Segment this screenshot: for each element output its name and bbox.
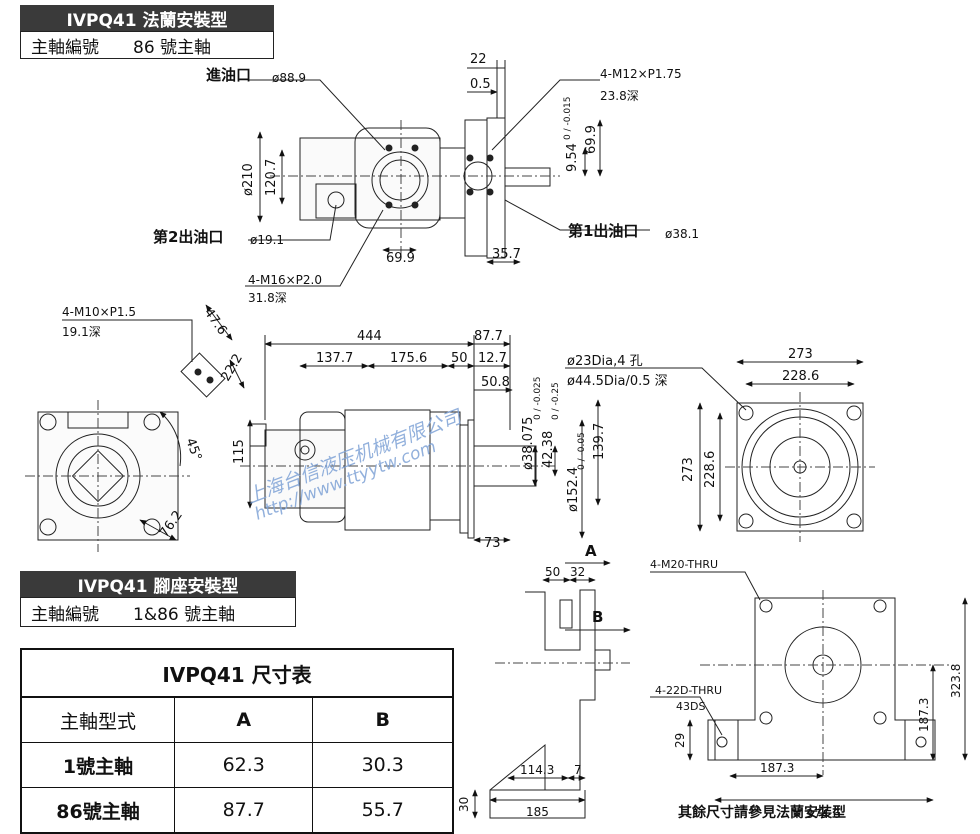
table-cell: 1號主軸 <box>20 742 175 788</box>
dim-50-8: 50.8 <box>481 375 510 390</box>
foot-side-view <box>489 589 611 821</box>
dim-323-8: 323.8 <box>949 664 963 698</box>
hole-note-1: ø23Dia,4 孔 <box>567 354 643 369</box>
dim-38-075-tol: 0 / -0.025 <box>533 377 543 421</box>
dim-32: 32 <box>570 565 585 579</box>
dim-29: 29 <box>673 733 687 748</box>
dim-69-9-b: 69.9 <box>584 125 599 154</box>
dim-45deg: 45° <box>182 436 204 463</box>
dim-120-7: 120.7 <box>264 159 279 196</box>
flange-shaft-label: 主軸編號 <box>31 37 99 58</box>
dim-114-3: 114.3 <box>520 763 554 777</box>
footnote: 其餘尺寸請參見法蘭安裝型 <box>678 805 846 821</box>
dim-9-54-tol: 0 / -0.015 <box>563 97 573 141</box>
flange-title: IVPQ41 法蘭安裝型 <box>20 5 274 31</box>
table-header: B <box>312 696 454 743</box>
dim-115: 115 <box>232 439 247 464</box>
foot-shaft-value: 1&86 號主軸 <box>133 604 236 625</box>
dim-35-7: 35.7 <box>492 247 521 262</box>
flange-shaft-value: 86 號主軸 <box>133 37 212 58</box>
dim-187-3-h: 187.3 <box>760 761 794 775</box>
dim-73: 73 <box>484 536 501 551</box>
table-cell: 30.3 <box>312 742 454 788</box>
dim-210: ø210 <box>241 163 256 196</box>
top-view-pump <box>299 117 551 259</box>
dim-273-w: 273 <box>788 347 813 362</box>
thread-m10-depth: 19.1深 <box>62 325 101 339</box>
dim-42-38-tol: 0 / -0.25 <box>551 382 561 420</box>
dim-273-h: 273 <box>681 457 696 482</box>
dim-228-6-h: 228.6 <box>703 451 718 488</box>
hole-43ds: 43DS <box>676 700 705 713</box>
thread-m12: 4-M12×P1.75 <box>600 67 682 81</box>
dim-38-075: ø38.075 <box>521 417 536 470</box>
dim-0-5: 0.5 <box>470 77 491 92</box>
dim-87-7: 87.7 <box>474 329 503 344</box>
dim-7: 7 <box>574 763 582 777</box>
dim-69-9-a: 69.9 <box>386 251 415 266</box>
thread-m12-depth: 23.8深 <box>600 89 639 103</box>
dim-50-foot: 50 <box>545 565 560 579</box>
dim-139-7: 139.7 <box>592 423 607 460</box>
table-cell: 62.3 <box>173 742 314 788</box>
outlet2-dia: ø19.1 <box>250 233 284 247</box>
dim-A: A <box>585 542 597 560</box>
dim-137-7: 137.7 <box>316 351 353 366</box>
dim-185: 185 <box>526 805 549 819</box>
dim-228-6-w: 228.6 <box>782 369 819 384</box>
dim-152-4-tol: 0 / -0.05 <box>577 432 587 470</box>
dim-12-7: 12.7 <box>478 351 507 366</box>
hole-note-2: ø44.5Dia/0.5 深 <box>567 374 668 389</box>
dim-50: 50 <box>451 351 468 366</box>
dim-22: 22 <box>470 52 487 67</box>
outlet1-label: 第1出油口 <box>568 222 638 240</box>
dim-444: 444 <box>357 329 382 344</box>
dim-47-6: 47.6 <box>201 306 230 338</box>
thread-m16: 4-M16×P2.0 <box>248 273 322 287</box>
dim-22-2: 22.2 <box>218 351 245 384</box>
inlet-dia: ø88.9 <box>272 71 306 85</box>
dim-30: 30 <box>457 797 471 812</box>
dim-9-54: 9.54 <box>565 143 580 172</box>
foot-title: IVPQ41 腳座安裝型 <box>20 571 296 597</box>
dim-152-4: ø152.4 <box>566 467 581 512</box>
foot-front-view <box>707 597 936 761</box>
foot-shaft-label: 主軸編號 <box>31 604 99 625</box>
table-header: 主軸型式 <box>20 696 175 743</box>
table-title: IVPQ41 尺寸表 <box>20 648 454 698</box>
thread-m20: 4-M20-THRU <box>650 558 718 571</box>
outlet1-dia: ø38.1 <box>665 227 699 241</box>
flange-shaft-row: 主軸編號 86 號主軸 <box>20 31 274 59</box>
hole-22d: 4-22D-THRU <box>655 684 722 697</box>
thread-m10: 4-M10×P1.5 <box>62 305 136 319</box>
foot-shaft-row: 主軸編號 1&86 號主軸 <box>20 597 296 627</box>
table-header: A <box>173 696 314 743</box>
thread-m16-depth: 31.8深 <box>248 291 287 305</box>
dim-374-6: 374.6 <box>806 807 840 821</box>
inlet-label: 進油口 <box>206 66 251 84</box>
dim-175-6: 175.6 <box>390 351 427 366</box>
dim-B: B <box>592 608 603 626</box>
dim-187-3-v: 187.3 <box>917 698 931 732</box>
dim-42-38: 42.38 <box>541 431 556 468</box>
outlet2-label: 第2出油口 <box>153 228 223 246</box>
